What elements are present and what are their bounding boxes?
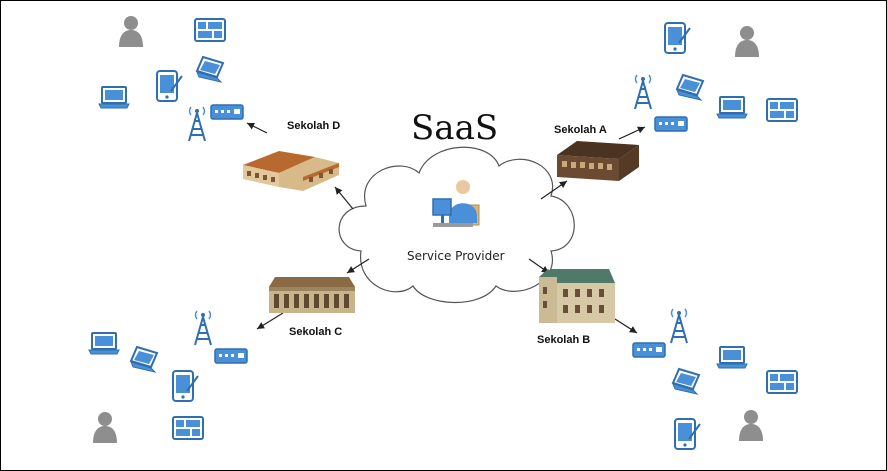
laptop-icon: [130, 346, 158, 373]
antenna-tower-icon: [188, 106, 206, 142]
modem-icon: [214, 348, 248, 364]
user-icon: [93, 412, 117, 443]
user-icon: [739, 410, 763, 441]
laptop-icon: [676, 74, 704, 101]
dashboard-panel-icon: [194, 18, 226, 42]
arrow-to-sekolah-c: [346, 258, 370, 274]
antenna-tower-icon: [194, 310, 212, 346]
laptop-icon: [196, 56, 224, 83]
monitor-icon: [98, 86, 130, 109]
tablet-icon: [674, 418, 701, 450]
dashboard-panel-icon: [766, 98, 798, 122]
sekolah-d-building: [243, 151, 339, 191]
sekolah-c-label: Sekolah C: [289, 326, 343, 338]
dashboard-panel-icon: [766, 370, 798, 394]
arrow-b-to-clients: [614, 318, 638, 334]
tablet-icon: [172, 370, 199, 402]
sekolah-a-building: [557, 141, 639, 181]
service-provider-label: Service Provider: [407, 249, 505, 263]
arrow-a-to-clients: [618, 126, 646, 140]
arrow-to-sekolah-d: [334, 186, 354, 210]
service-provider-icon: [432, 180, 480, 227]
sekolah-b-building: [539, 269, 615, 323]
arrow-d-to-clients: [246, 122, 268, 134]
sekolah-d-label: Sekolah D: [287, 120, 341, 132]
antenna-tower-icon: [634, 74, 652, 110]
tablet-icon: [156, 70, 183, 102]
sekolah-c-building: [269, 277, 355, 313]
sekolah-a-label: Sekolah A: [554, 124, 607, 136]
tablet-icon: [664, 22, 691, 54]
arrow-to-sekolah-b: [528, 258, 550, 274]
arrow-c-to-clients: [256, 312, 284, 330]
user-icon: [735, 26, 759, 57]
modem-icon: [632, 342, 666, 358]
antenna-tower-icon: [670, 308, 688, 344]
laptop-icon: [672, 368, 700, 395]
monitor-icon: [88, 332, 120, 355]
arrow-to-sekolah-a: [540, 180, 568, 200]
diagram-title: SaaS: [411, 108, 499, 148]
monitor-icon: [716, 96, 748, 119]
sekolah-b-label: Sekolah B: [537, 334, 591, 346]
monitor-icon: [716, 346, 748, 369]
modem-icon: [210, 104, 244, 120]
dashboard-panel-icon: [172, 416, 204, 440]
user-icon: [119, 16, 143, 47]
modem-icon: [654, 116, 688, 132]
